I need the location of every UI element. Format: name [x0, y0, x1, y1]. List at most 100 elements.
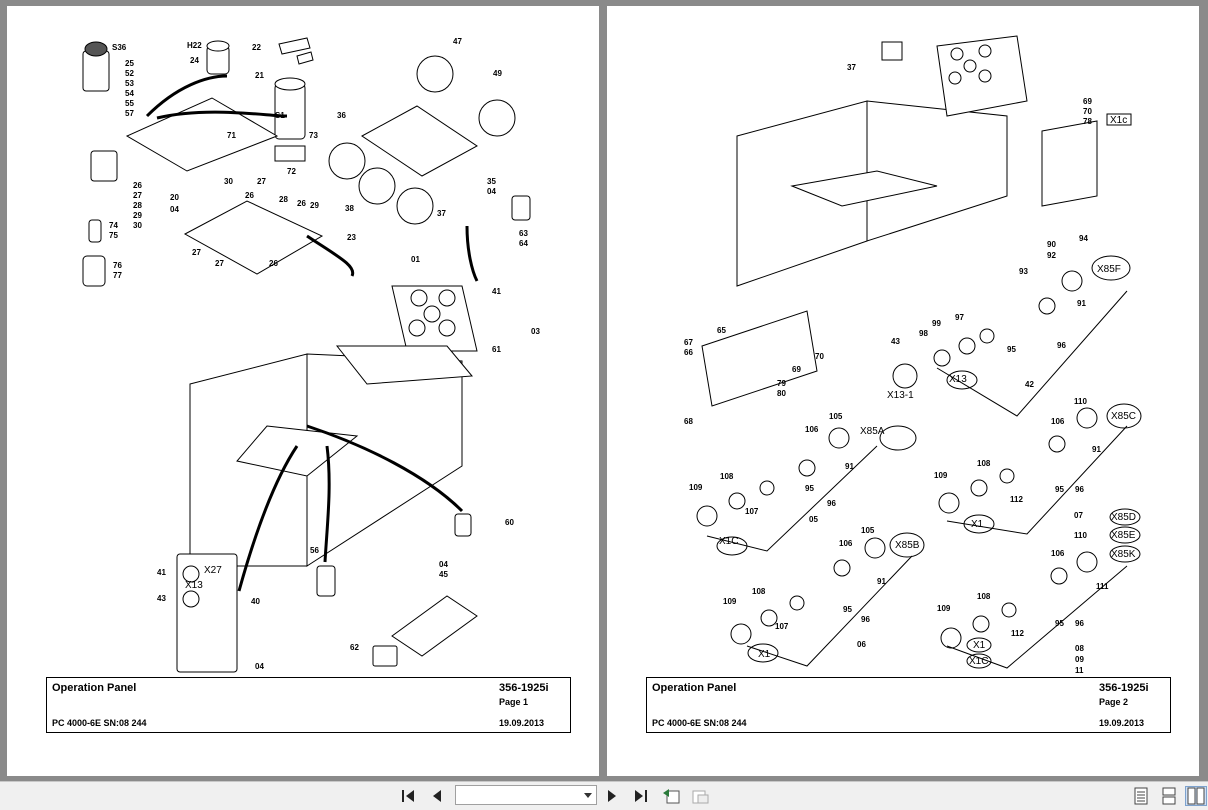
svg-text:05: 05: [809, 515, 818, 524]
page-label: Page 2: [1099, 697, 1129, 707]
single-page-view-button[interactable]: [1130, 786, 1152, 806]
svg-text:95: 95: [1007, 345, 1016, 354]
svg-text:108: 108: [720, 472, 734, 481]
navigation-toolbar: [0, 781, 1208, 810]
svg-text:96: 96: [1057, 341, 1066, 350]
go-forward-icon: [692, 790, 709, 804]
svg-text:108: 108: [977, 459, 991, 468]
svg-text:79: 79: [777, 379, 786, 388]
svg-text:80: 80: [777, 389, 786, 398]
go-back-button[interactable]: [660, 786, 682, 806]
svg-text:20: 20: [170, 193, 179, 202]
single-page-view-icon: [1134, 787, 1148, 805]
machine-model: PC 4000-6E SN:08 244: [652, 718, 747, 728]
svg-text:75: 75: [109, 231, 118, 240]
svg-text:11: 11: [1075, 666, 1084, 675]
svg-text:30: 30: [224, 177, 233, 186]
svg-text:65: 65: [717, 326, 726, 335]
svg-text:96: 96: [1075, 619, 1084, 628]
svg-text:04: 04: [170, 205, 179, 214]
document-number: 356-1925i: [499, 682, 549, 694]
page-number-select[interactable]: [455, 785, 597, 805]
svg-text:49: 49: [493, 69, 502, 78]
svg-text:X85F: X85F: [1097, 264, 1121, 275]
svg-text:S1: S1: [275, 111, 285, 120]
svg-text:45: 45: [439, 570, 448, 579]
svg-text:04: 04: [255, 662, 264, 671]
svg-text:27: 27: [133, 191, 142, 200]
svg-text:90: 90: [1047, 240, 1056, 249]
svg-text:110: 110: [1074, 397, 1087, 406]
svg-text:96: 96: [861, 615, 870, 624]
svg-text:54: 54: [125, 89, 134, 98]
svg-text:24: 24: [190, 56, 199, 65]
next-page-icon: [608, 790, 616, 802]
first-page-button[interactable]: [398, 786, 420, 806]
svg-text:91: 91: [845, 462, 854, 471]
svg-text:107: 107: [775, 622, 789, 631]
svg-text:70: 70: [815, 352, 824, 361]
svg-text:X85E: X85E: [1111, 530, 1136, 541]
svg-text:X27: X27: [204, 565, 222, 576]
svg-text:03: 03: [531, 327, 540, 336]
svg-text:X1C: X1C: [969, 656, 988, 667]
svg-text:26: 26: [133, 181, 142, 190]
last-page-button[interactable]: [629, 786, 651, 806]
next-page-button[interactable]: [601, 786, 623, 806]
svg-text:92: 92: [1047, 251, 1056, 260]
svg-text:76: 76: [113, 261, 122, 270]
svg-text:97: 97: [955, 313, 964, 322]
drawing-title: Operation Panel: [52, 682, 137, 694]
title-block-page-2: Operation Panel PC 4000-6E SN:08 244 356…: [646, 677, 1171, 733]
facing-view-button[interactable]: [1185, 786, 1207, 806]
svg-text:21: 21: [255, 71, 264, 80]
svg-text:96: 96: [1075, 485, 1084, 494]
svg-text:66: 66: [684, 348, 693, 357]
previous-page-button[interactable]: [426, 786, 448, 806]
svg-text:64: 64: [519, 239, 528, 248]
svg-text:106: 106: [1051, 417, 1065, 426]
svg-text:35: 35: [487, 177, 496, 186]
svg-text:95: 95: [1055, 485, 1064, 494]
svg-text:29: 29: [133, 211, 142, 220]
svg-text:106: 106: [839, 539, 853, 548]
svg-text:109: 109: [723, 597, 737, 606]
previous-page-icon: [433, 790, 441, 802]
svg-text:95: 95: [805, 484, 814, 493]
svg-text:55: 55: [125, 99, 134, 108]
svg-text:04: 04: [487, 187, 496, 196]
svg-text:57: 57: [125, 109, 134, 118]
svg-text:108: 108: [752, 587, 766, 596]
go-forward-button[interactable]: [690, 786, 712, 806]
svg-text:43: 43: [157, 594, 166, 603]
svg-text:X1: X1: [971, 519, 984, 530]
svg-text:27: 27: [215, 259, 224, 268]
svg-text:107: 107: [745, 507, 759, 516]
svg-text:X13: X13: [185, 580, 203, 591]
svg-text:53: 53: [125, 79, 134, 88]
svg-text:61: 61: [492, 345, 501, 354]
svg-text:72: 72: [287, 167, 296, 176]
svg-text:26: 26: [269, 259, 278, 268]
svg-text:X13-1: X13-1: [887, 390, 914, 401]
svg-text:22: 22: [252, 43, 261, 52]
svg-text:41: 41: [492, 287, 501, 296]
svg-text:28: 28: [133, 201, 142, 210]
svg-text:40: 40: [251, 597, 260, 606]
svg-text:110: 110: [1074, 531, 1087, 540]
svg-text:47: 47: [453, 37, 462, 46]
continuous-view-button[interactable]: [1158, 786, 1180, 806]
svg-text:H22: H22: [187, 41, 202, 50]
svg-text:X85C: X85C: [1111, 411, 1136, 422]
svg-text:28: 28: [279, 195, 288, 204]
svg-text:37: 37: [847, 63, 856, 72]
svg-text:X13: X13: [949, 374, 967, 385]
svg-text:94: 94: [1079, 234, 1088, 243]
svg-text:29: 29: [310, 201, 319, 210]
svg-text:04: 04: [439, 560, 448, 569]
svg-text:09: 09: [1075, 655, 1084, 664]
